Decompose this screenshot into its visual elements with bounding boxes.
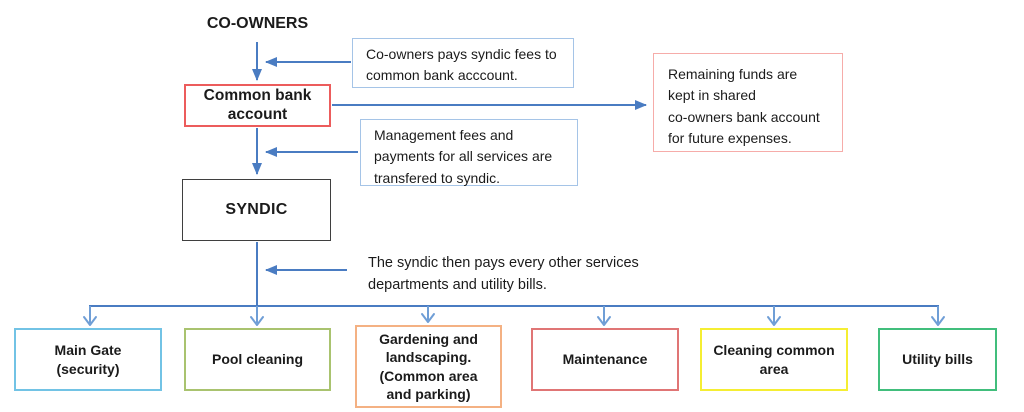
service-label-line: area <box>759 360 789 377</box>
service-label-line: (Common area <box>379 367 478 384</box>
note-line: The syndic then pays every other service… <box>368 255 639 271</box>
service-label-line: and parking) <box>386 385 471 402</box>
service-box-cleaning-common-area: Cleaning common area <box>700 328 848 391</box>
co-owners-label: CO-OWNERS <box>206 15 309 32</box>
note-line: Management fees and <box>374 127 514 143</box>
service-label-line: Pool cleaning <box>211 351 303 368</box>
note-syndic-pays: The syndic then pays every other service… <box>368 253 668 297</box>
syndic-box: SYNDIC <box>182 179 331 241</box>
service-label-line: Cleaning common <box>713 342 835 359</box>
service-box-gardening-landscaping: Gardening and landscaping. (Common area … <box>355 325 502 408</box>
service-box-main-gate: Main Gate (security) <box>14 328 162 391</box>
distribution-bus-line <box>89 305 939 312</box>
note-remaining-funds: Remaining funds are kept in shared co-ow… <box>653 53 843 152</box>
note-line: common bank acccount. <box>366 67 518 84</box>
service-label-line: Utility bills <box>902 351 973 368</box>
syndic-label: SYNDIC <box>225 201 288 218</box>
note-line: transfered to syndic. <box>374 169 501 186</box>
note-line: kept in shared <box>668 87 756 104</box>
co-owners-box: CO-OWNERS <box>184 6 331 42</box>
service-label-line: (security) <box>56 360 120 377</box>
service-box-utility-bills: Utility bills <box>878 328 997 391</box>
note-line: for future expenses. <box>668 129 792 146</box>
service-label-line: landscaping. <box>385 349 472 366</box>
note-line: Co-owners pays syndic fees to <box>366 46 557 62</box>
service-box-pool-cleaning: Pool cleaning <box>184 328 331 391</box>
note-coowners-fees: Co-owners pays syndic fees to common ban… <box>352 38 574 88</box>
note-line: Remaining funds are <box>668 66 798 82</box>
note-line: departments and utility bills. <box>368 276 547 293</box>
service-label-line: Main Gate <box>54 342 122 359</box>
note-line: payments for all services are <box>374 148 553 165</box>
service-label-line: Maintenance <box>562 351 648 368</box>
service-box-maintenance: Maintenance <box>531 328 679 391</box>
service-label-line: Gardening and <box>379 330 478 347</box>
note-management-fees: Management fees and payments for all ser… <box>360 119 578 186</box>
common-bank-account-box: Common bank account <box>184 84 331 127</box>
common-bank-account-label: Common bank account <box>203 86 312 123</box>
distribution-drops <box>83 306 945 326</box>
note-line: co-owners bank account <box>668 108 820 125</box>
